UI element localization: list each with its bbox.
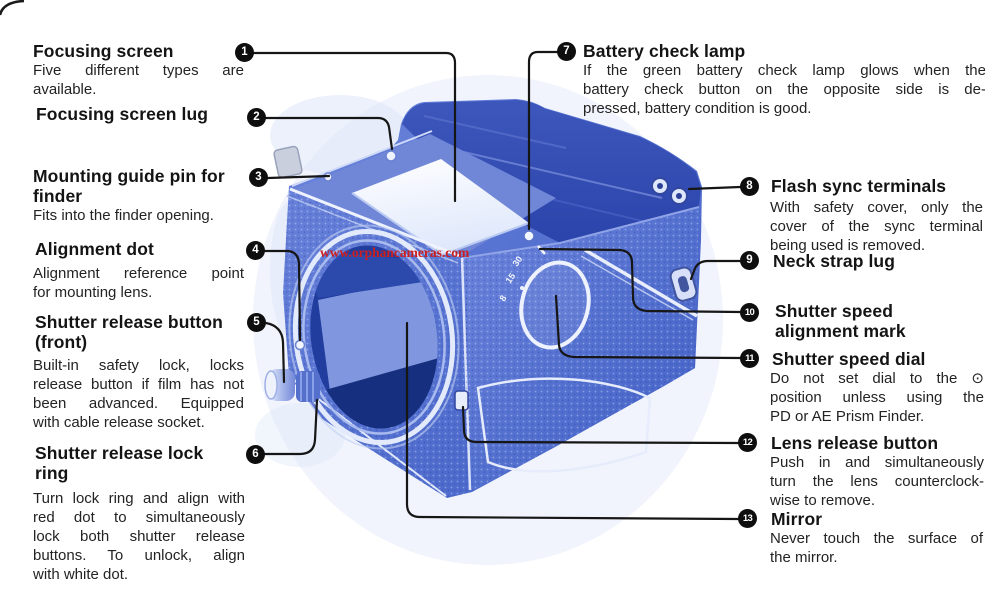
watermark-text: www.orphancameras.com	[320, 245, 470, 260]
scan-artifact-mark	[0, 0, 25, 16]
item-2-title: Focusing screen lug	[36, 104, 209, 124]
alignment-dot	[294, 339, 306, 351]
lens-release-button	[454, 390, 469, 411]
leader-line-1	[252, 51, 457, 203]
callout-bullet-3: 3	[249, 168, 268, 187]
right-side-face	[290, 206, 700, 497]
leader-line-8	[687, 185, 742, 191]
item-4-title: Alignment dot	[35, 239, 154, 259]
callout-bullet-5: 5	[247, 313, 266, 332]
callout-bullet-1: 1	[235, 43, 254, 62]
leader-line-5	[264, 321, 286, 384]
leader-line-13	[405, 321, 740, 521]
item-3-body: Fits into the finder opening.	[33, 207, 214, 224]
leader-line-10	[538, 247, 742, 314]
callout-bullet-12: 12	[738, 433, 757, 452]
callout-bullet-8: 8	[740, 177, 759, 196]
callout-bullet-4: 4	[246, 241, 265, 260]
leader-line-7	[527, 50, 559, 231]
item-8-title: Flash sync terminals	[771, 176, 947, 196]
left-strap-lug	[273, 145, 303, 179]
shutter-release-knob	[264, 369, 320, 402]
item-11-body: Do not set dial to the ⊙position unless …	[770, 370, 984, 425]
leader-line-3	[266, 174, 331, 180]
leader-line-6	[263, 398, 319, 456]
callout-bullet-13: 13	[738, 509, 757, 528]
film-door-trim	[476, 377, 652, 473]
leader-line-4	[263, 249, 302, 342]
dial-number-30: 30	[510, 254, 524, 268]
callout-bullet-6: 6	[246, 445, 265, 464]
callout-bullet-10: 10	[740, 303, 759, 322]
item-12-title: Lens release button	[771, 433, 939, 453]
item-13-title: Mirror	[771, 509, 823, 529]
item-5-title: Shutter release button(front)	[35, 312, 223, 352]
leader-lines	[252, 50, 742, 521]
item-7-title: Battery check lamp	[583, 41, 746, 61]
battery-check-lamp-dot	[523, 230, 535, 242]
leader-line-9	[689, 259, 742, 281]
item-11-title: Shutter speed dial	[772, 349, 926, 369]
item-9-title: Neck strap lug	[773, 251, 895, 271]
callout-bullet-2: 2	[247, 108, 266, 127]
dial-number-15: 15	[503, 271, 517, 285]
callout-bullet-7: 7	[557, 42, 576, 61]
leader-line-12	[461, 405, 740, 445]
focusing-screen-lug-dot	[385, 150, 397, 162]
neck-strap-lug	[669, 266, 698, 302]
item-1-title: Focusing screen	[33, 41, 174, 61]
leader-line-11	[554, 294, 742, 360]
mirror	[318, 276, 446, 392]
shutter-speed-dial: 30 15 8	[497, 245, 591, 350]
dial-number-8: 8	[497, 293, 508, 303]
callout-bullet-9: 9	[740, 251, 759, 270]
leader-line-2	[264, 116, 394, 151]
item-7-body: If the green battery check lamp glows wh…	[583, 62, 985, 117]
flash-sync-terminals	[651, 177, 688, 205]
camera-body: 30 15 8	[264, 99, 702, 498]
callout-bullet-11: 11	[740, 349, 759, 368]
